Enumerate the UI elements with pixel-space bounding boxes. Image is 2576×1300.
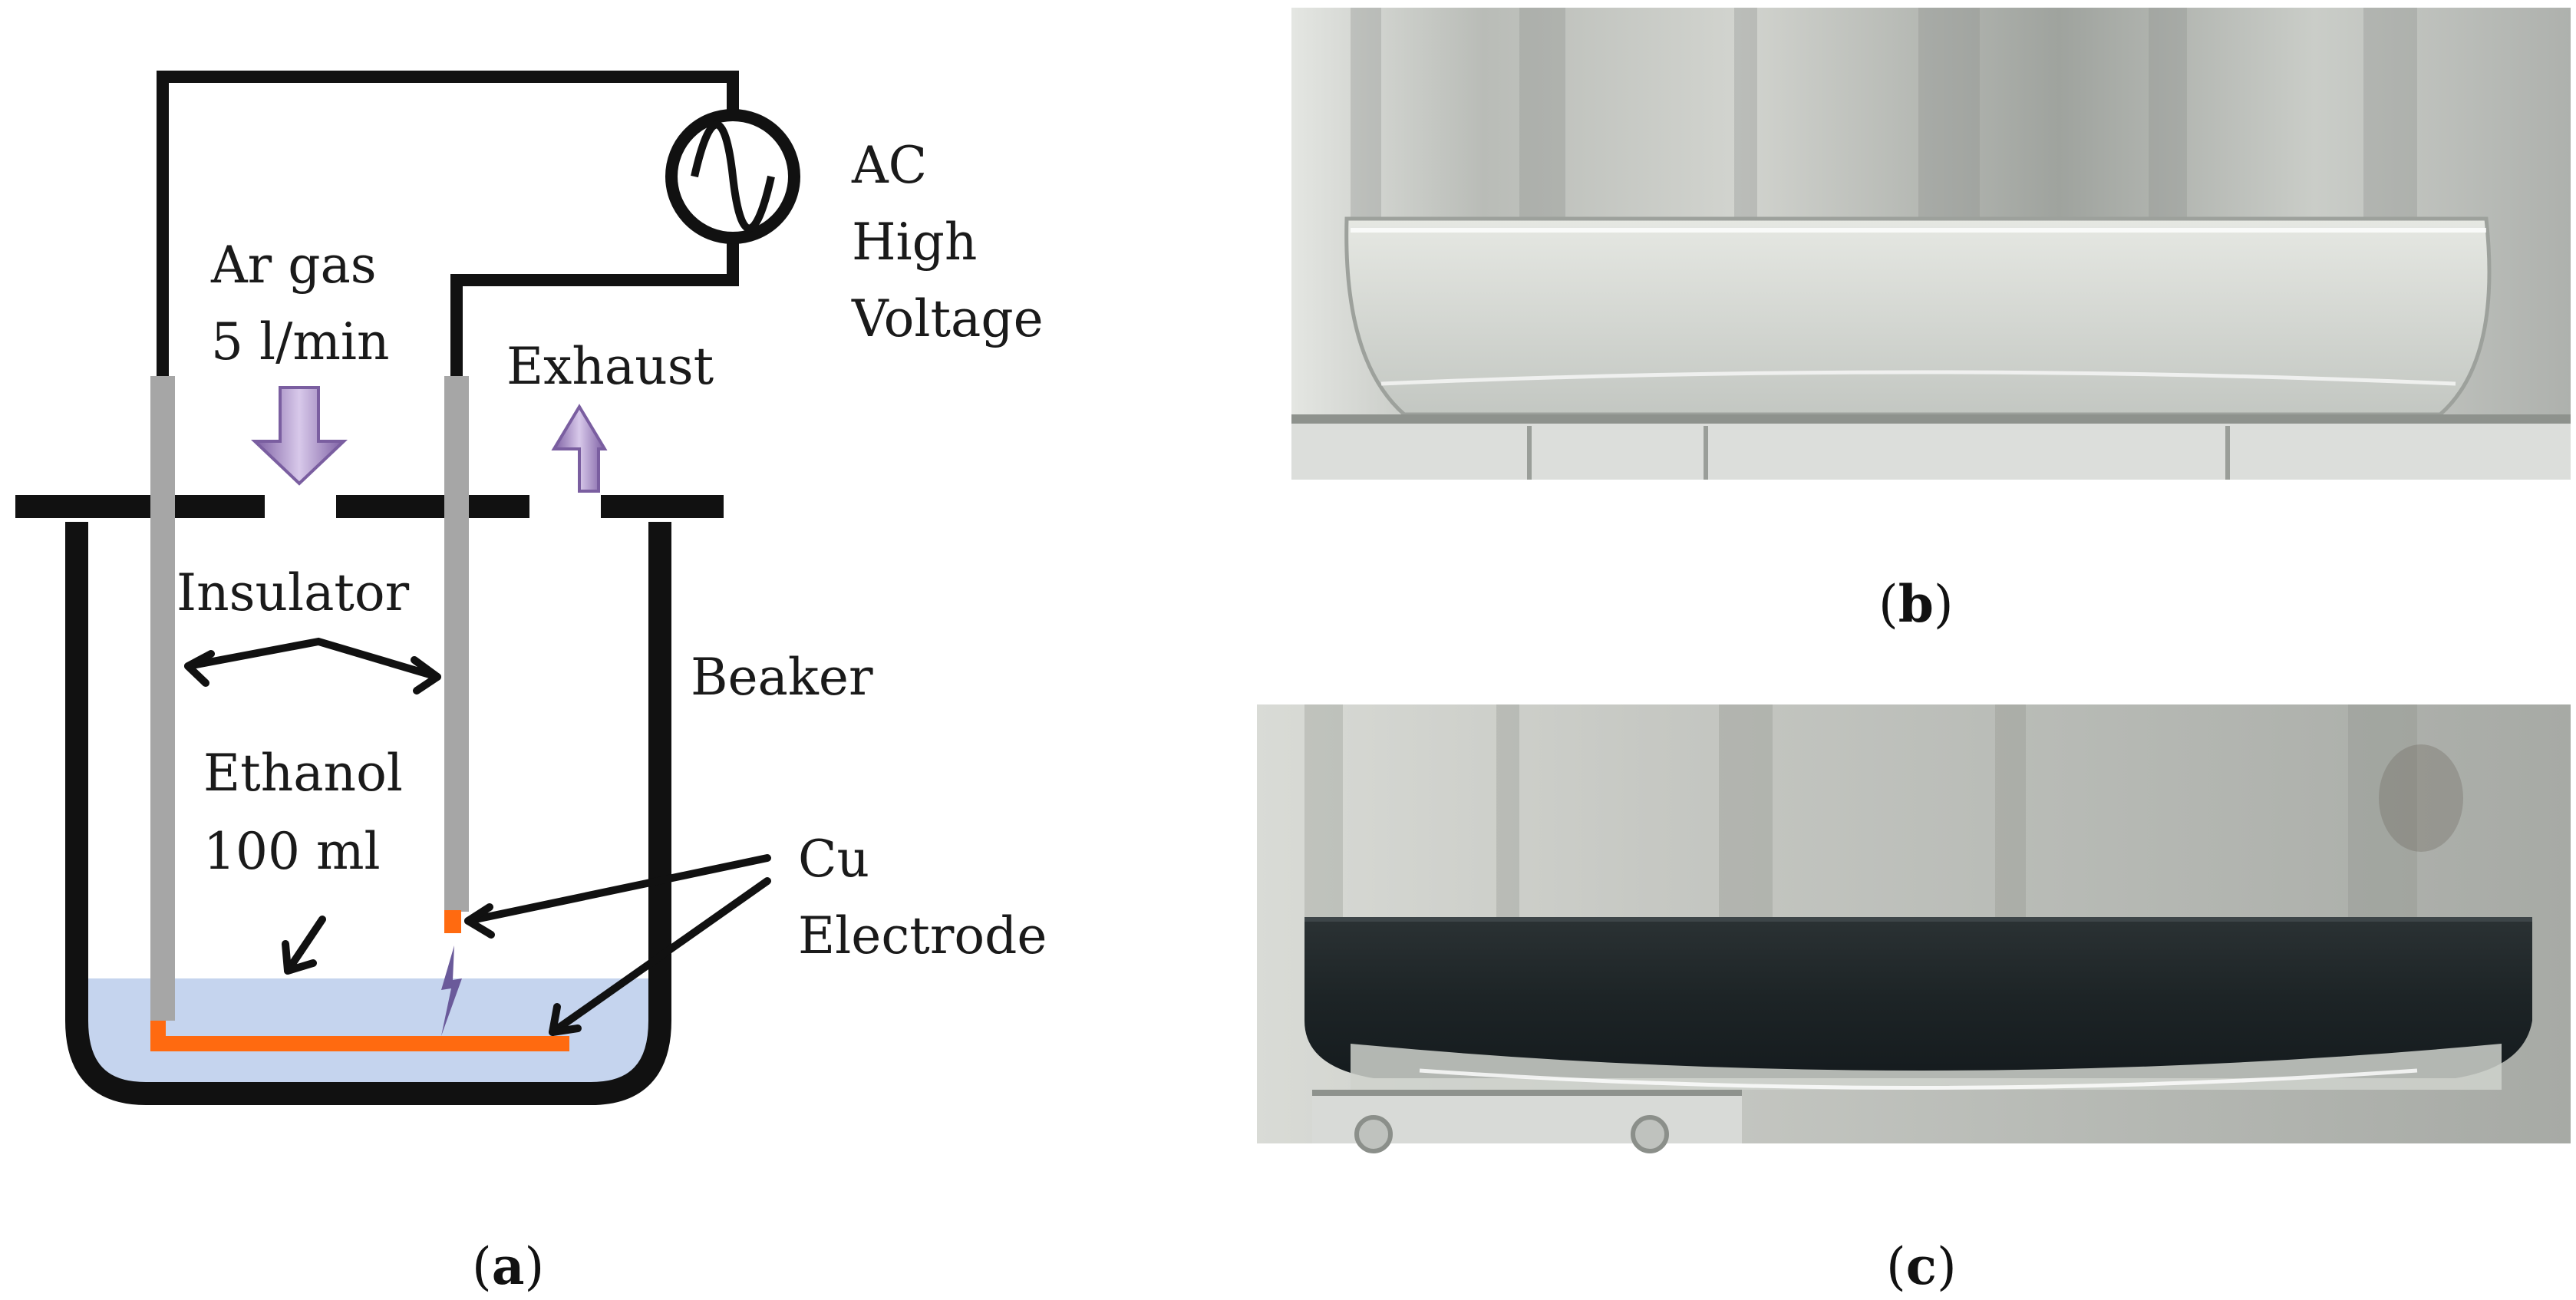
gas-label-1: Ar gas (210, 236, 377, 295)
plasma-spark-icon (441, 945, 462, 1036)
caption-b: (b) (1878, 574, 1954, 634)
source-label-1: AC (851, 136, 927, 195)
panel-c-photo: (c) (1257, 704, 2571, 1296)
ac-source-icon (665, 109, 800, 244)
circuit-wire-return (450, 230, 739, 376)
gas-label-2: 5 l/min (211, 312, 390, 371)
beaker (65, 522, 671, 1105)
caption-a: (a) (472, 1236, 544, 1296)
caption-c: (c) (1886, 1236, 1957, 1296)
beaker-label: Beaker (691, 648, 873, 707)
cu-electrode-bottom-stub (150, 1021, 166, 1044)
electrode-label-1: Cu (798, 830, 869, 889)
cu-electrode-bottom (150, 1036, 569, 1051)
insulator-pointer-arrows (184, 637, 441, 695)
ethanol-label-2: 100 ml (203, 822, 381, 881)
cu-electrode-tip (444, 910, 461, 933)
insulator-rod-left (150, 376, 175, 1021)
electrode-label-2: Electrode (798, 906, 1047, 965)
gas-inflow-arrow-icon (250, 386, 348, 486)
panel-b-photo: (b) (1291, 8, 2571, 634)
ethanol-pointer-arrow (282, 916, 326, 975)
source-label-3: Voltage (851, 289, 1044, 348)
exhaust-label: Exhaust (506, 337, 714, 396)
insulator-rod-right (444, 376, 469, 912)
circuit-wire (157, 71, 739, 376)
panel-a-schematic: AC High Voltage Ar gas 5 l/min Exhaust I… (15, 71, 1047, 1296)
exhaust-arrow-icon (551, 404, 608, 493)
ethanol-label-1: Ethanol (203, 744, 403, 803)
source-label-2: High (852, 213, 977, 272)
cu-electrode-pointer-arrows (464, 854, 771, 1036)
insulator-label: Insulator (176, 563, 410, 622)
beaker-lid (15, 495, 724, 518)
